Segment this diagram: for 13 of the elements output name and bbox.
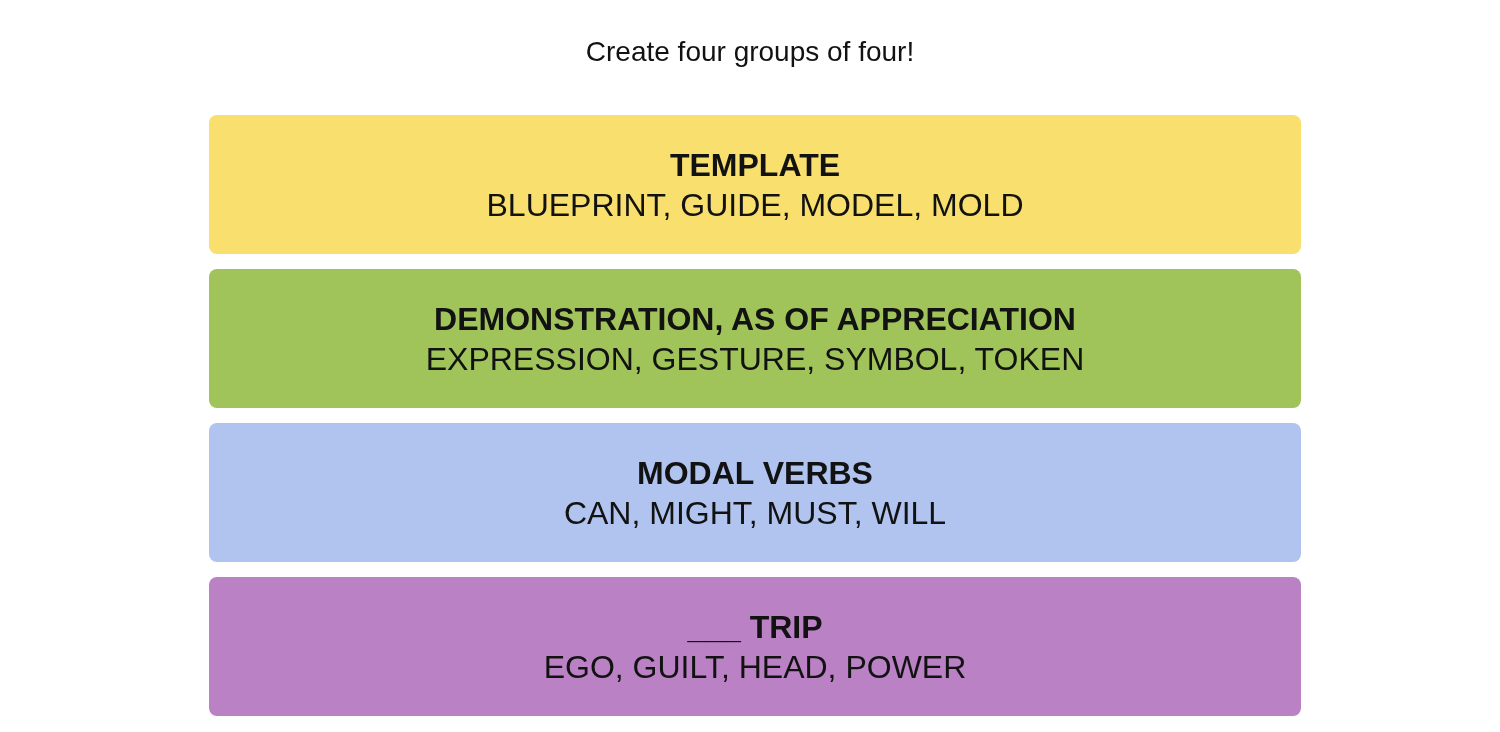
category-card	[209, 115, 1301, 254]
word-list: EXPRESSION, GESTURE, SYMBOL, TOKEN	[425, 338, 1085, 379]
category-card	[209, 269, 1301, 408]
page-title: Create four groups of four!	[585, 36, 915, 68]
category-title: TEMPLATE	[669, 145, 841, 185]
word-list: BLUEPRINT, GUIDE, MODEL, MOLD	[486, 184, 1024, 225]
category-card	[209, 577, 1301, 716]
category-title: DEMONSTRATION, AS OF APPRECIATION	[434, 299, 1076, 339]
category-card	[209, 423, 1301, 562]
word-list: EGO, GUILT, HEAD, POWER	[543, 646, 967, 687]
category-title: ___ TRIP	[687, 607, 823, 647]
word-list: CAN, MIGHT, MUST, WILL	[563, 492, 947, 533]
category-title: MODAL VERBS	[637, 453, 873, 493]
